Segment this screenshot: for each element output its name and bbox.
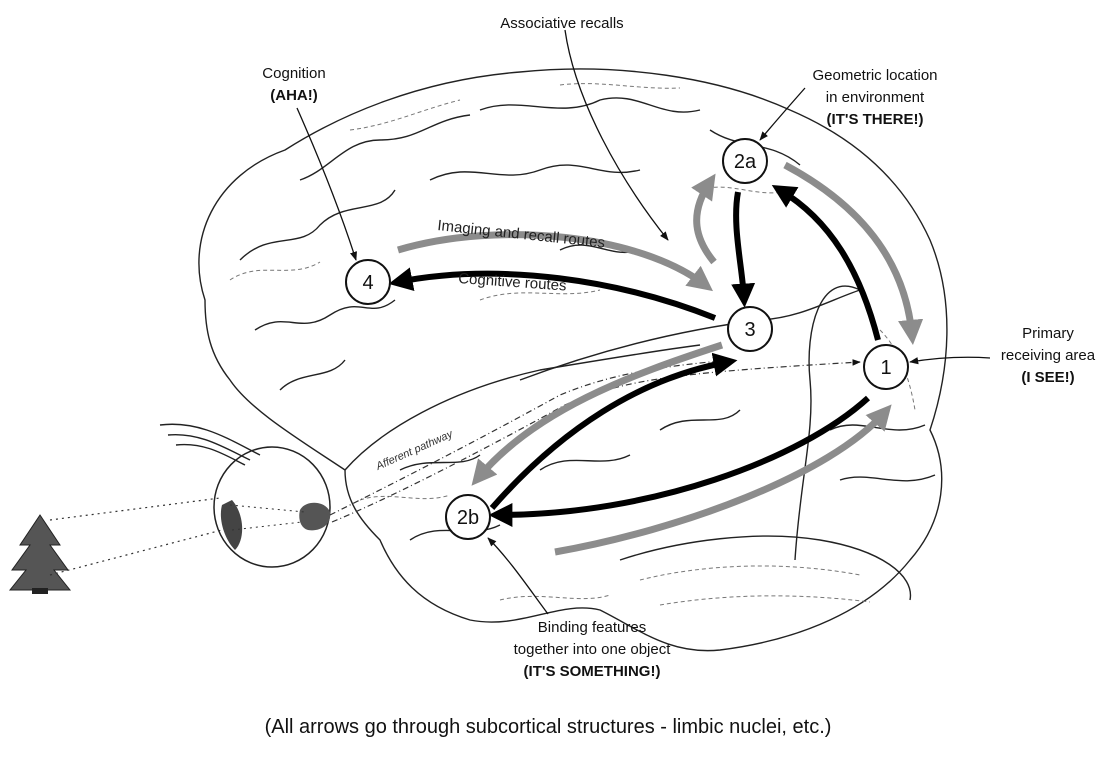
cognitive-routes-label: Cognitive routes bbox=[458, 270, 567, 295]
node-1-label: 1 bbox=[880, 357, 891, 379]
black-arrow-1-to-2a bbox=[780, 190, 878, 340]
primary-label: Primary bbox=[1022, 325, 1074, 342]
gray-arrow-2a-to-1 bbox=[785, 165, 912, 335]
brain-outline bbox=[199, 69, 947, 651]
node-2b-label: 2b bbox=[457, 507, 479, 529]
its-something-label: (IT'S SOMETHING!) bbox=[524, 663, 661, 680]
associative-recalls-callout: Associative recalls bbox=[500, 15, 623, 32]
binding-features-callout: Binding features together into one objec… bbox=[514, 619, 672, 680]
cognition-label: Cognition bbox=[262, 65, 325, 82]
geometric-its-there-label: (IT'S THERE!) bbox=[827, 111, 924, 128]
node-3-label: 3 bbox=[744, 319, 755, 341]
primary-receiving-callout: Primary receiving area (I SEE!) bbox=[1001, 325, 1096, 386]
geometric-environment-label: in environment bbox=[826, 89, 925, 106]
lens bbox=[221, 500, 242, 550]
geometric-location-label: Geometric location bbox=[812, 67, 937, 84]
receiving-area-label: receiving area bbox=[1001, 347, 1096, 364]
node-4: 4 bbox=[346, 260, 390, 304]
tree-icon bbox=[10, 498, 305, 594]
associative-recalls-label: Associative recalls bbox=[500, 15, 623, 32]
i-see-label: (I SEE!) bbox=[1021, 369, 1074, 386]
gray-arrow-bottom-to-1 bbox=[555, 412, 885, 552]
node-2b: 2b bbox=[446, 495, 490, 539]
black-arrow-2a-to-3 bbox=[736, 192, 744, 298]
cognition-callout: Cognition (AHA!) bbox=[262, 65, 325, 104]
node-2a: 2a bbox=[723, 139, 767, 183]
cognition-aha-label: (AHA!) bbox=[270, 87, 317, 104]
node-2a-label: 2a bbox=[734, 151, 757, 173]
node-3: 3 bbox=[728, 307, 772, 351]
footnote: (All arrows go through subcortical struc… bbox=[265, 716, 832, 738]
visual-nucleus bbox=[299, 503, 330, 531]
binding-object-label: together into one object bbox=[514, 641, 672, 658]
geometric-location-callout: Geometric location in environment (IT'S … bbox=[812, 67, 937, 128]
node-4-label: 4 bbox=[362, 272, 373, 294]
imaging-routes-label: Imaging and recall routes bbox=[437, 217, 606, 252]
binding-features-label: Binding features bbox=[538, 619, 646, 636]
gray-arrow-3-to-2a bbox=[697, 182, 714, 262]
node-1: 1 bbox=[864, 345, 908, 389]
